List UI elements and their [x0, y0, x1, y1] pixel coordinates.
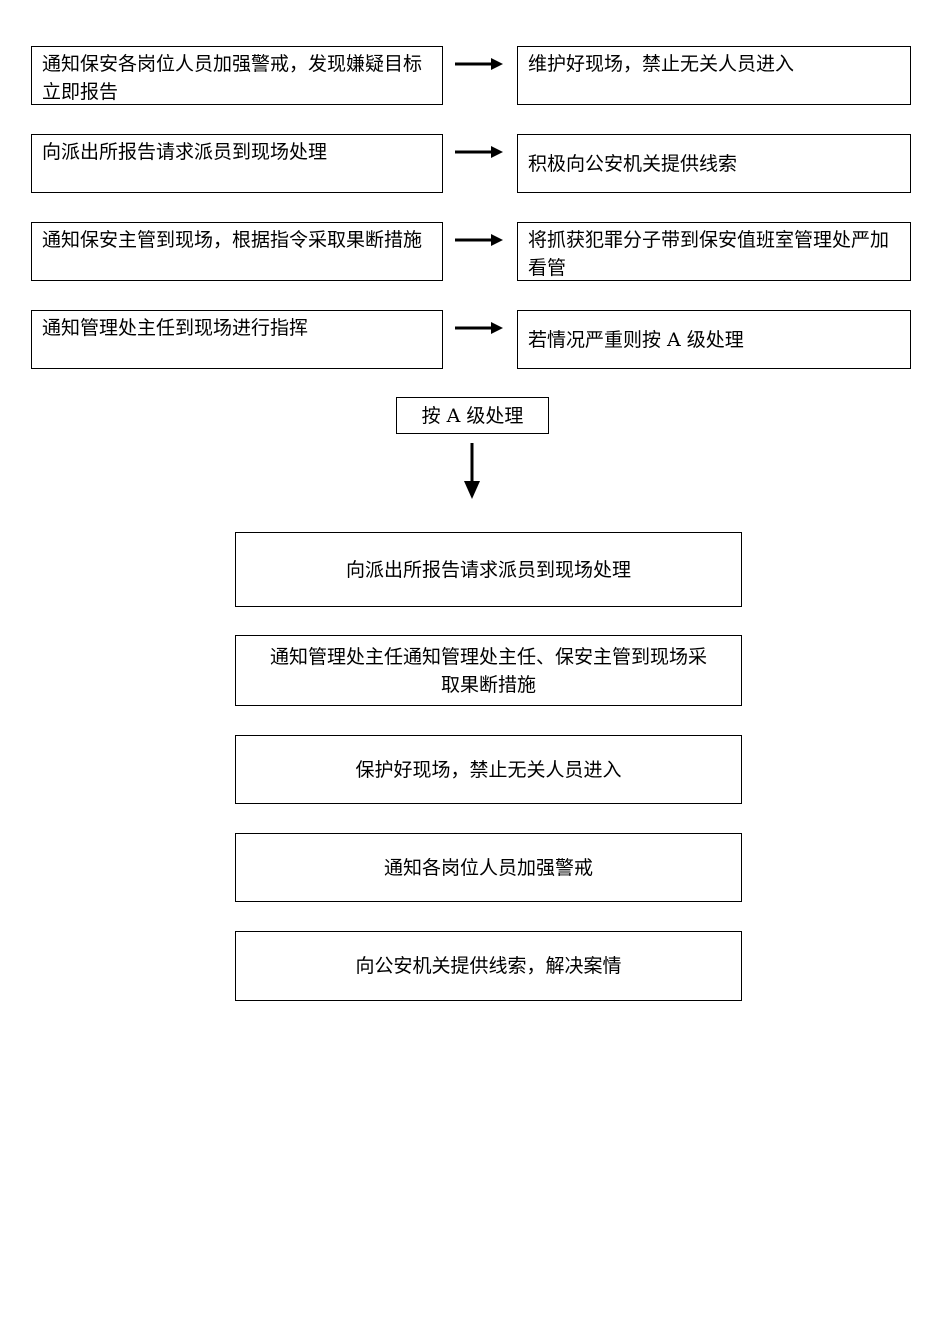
step-5-box: 向公安机关提供线索，解决案情: [235, 931, 742, 1001]
row-2-left-text: 向派出所报告请求派员到现场处理: [42, 141, 328, 163]
step-5-text: 向公安机关提供线索，解决案情: [355, 955, 622, 977]
row-3-left-text: 通知保安主管到现场，根据指令采取果断措施: [42, 229, 423, 251]
step-3-text: 保护好现场，禁止无关人员进入: [355, 758, 622, 781]
row-4-right-text: 若情况严重则按 A 级处理: [528, 328, 744, 351]
down-arrow-icon: [464, 443, 480, 499]
row-2-right-box: 积极向公安机关提供线索: [517, 134, 911, 193]
row-3-arrow-icon: [455, 234, 503, 246]
row-2-right-text: 积极向公安机关提供线索: [528, 152, 738, 175]
step-4-box: 通知各岗位人员加强警戒: [235, 833, 742, 902]
row-1-arrow-icon: [455, 58, 503, 70]
row-3-right-box: 将抓获犯罪分子带到保安值班室管理处严加看管: [517, 222, 911, 281]
row-4-arrow-icon: [455, 322, 503, 334]
step-3-box: 保护好现场，禁止无关人员进入: [235, 735, 742, 804]
row-3-right-text: 将抓获犯罪分子带到保安值班室管理处严加看管: [528, 229, 890, 279]
row-3-left-box: 通知保安主管到现场，根据指令采取果断措施: [31, 222, 443, 281]
row-1-left-box: 通知保安各岗位人员加强警戒，发现嫌疑目标立即报告: [31, 46, 443, 105]
row-4-right-box: 若情况严重则按 A 级处理: [517, 310, 911, 369]
row-2-left-box: 向派出所报告请求派员到现场处理: [31, 134, 443, 193]
step-2-box: 通知管理处主任通知管理处主任、保安主管到现场采取果断措施: [235, 635, 742, 706]
row-1-left-text: 通知保安各岗位人员加强警戒，发现嫌疑目标立即报告: [42, 53, 423, 103]
row-1-right-box: 维护好现场，禁止无关人员进入: [517, 46, 911, 105]
step-1-text: 向派出所报告请求派员到现场处理: [345, 558, 631, 581]
step-2-text: 通知管理处主任通知管理处主任、保安主管到现场采取果断措施: [269, 645, 707, 696]
step-1-box: 向派出所报告请求派员到现场处理: [235, 532, 742, 607]
row-4-left-box: 通知管理处主任到现场进行指挥: [31, 310, 443, 369]
escalation-label: 按 A 级处理: [421, 404, 524, 427]
row-2-arrow-icon: [455, 146, 503, 158]
escalation-box: 按 A 级处理: [396, 397, 549, 434]
row-4-left-text: 通知管理处主任到现场进行指挥: [42, 317, 309, 339]
row-1-right-text: 维护好现场，禁止无关人员进入: [528, 53, 795, 75]
step-4-text: 通知各岗位人员加强警戒: [383, 856, 593, 879]
